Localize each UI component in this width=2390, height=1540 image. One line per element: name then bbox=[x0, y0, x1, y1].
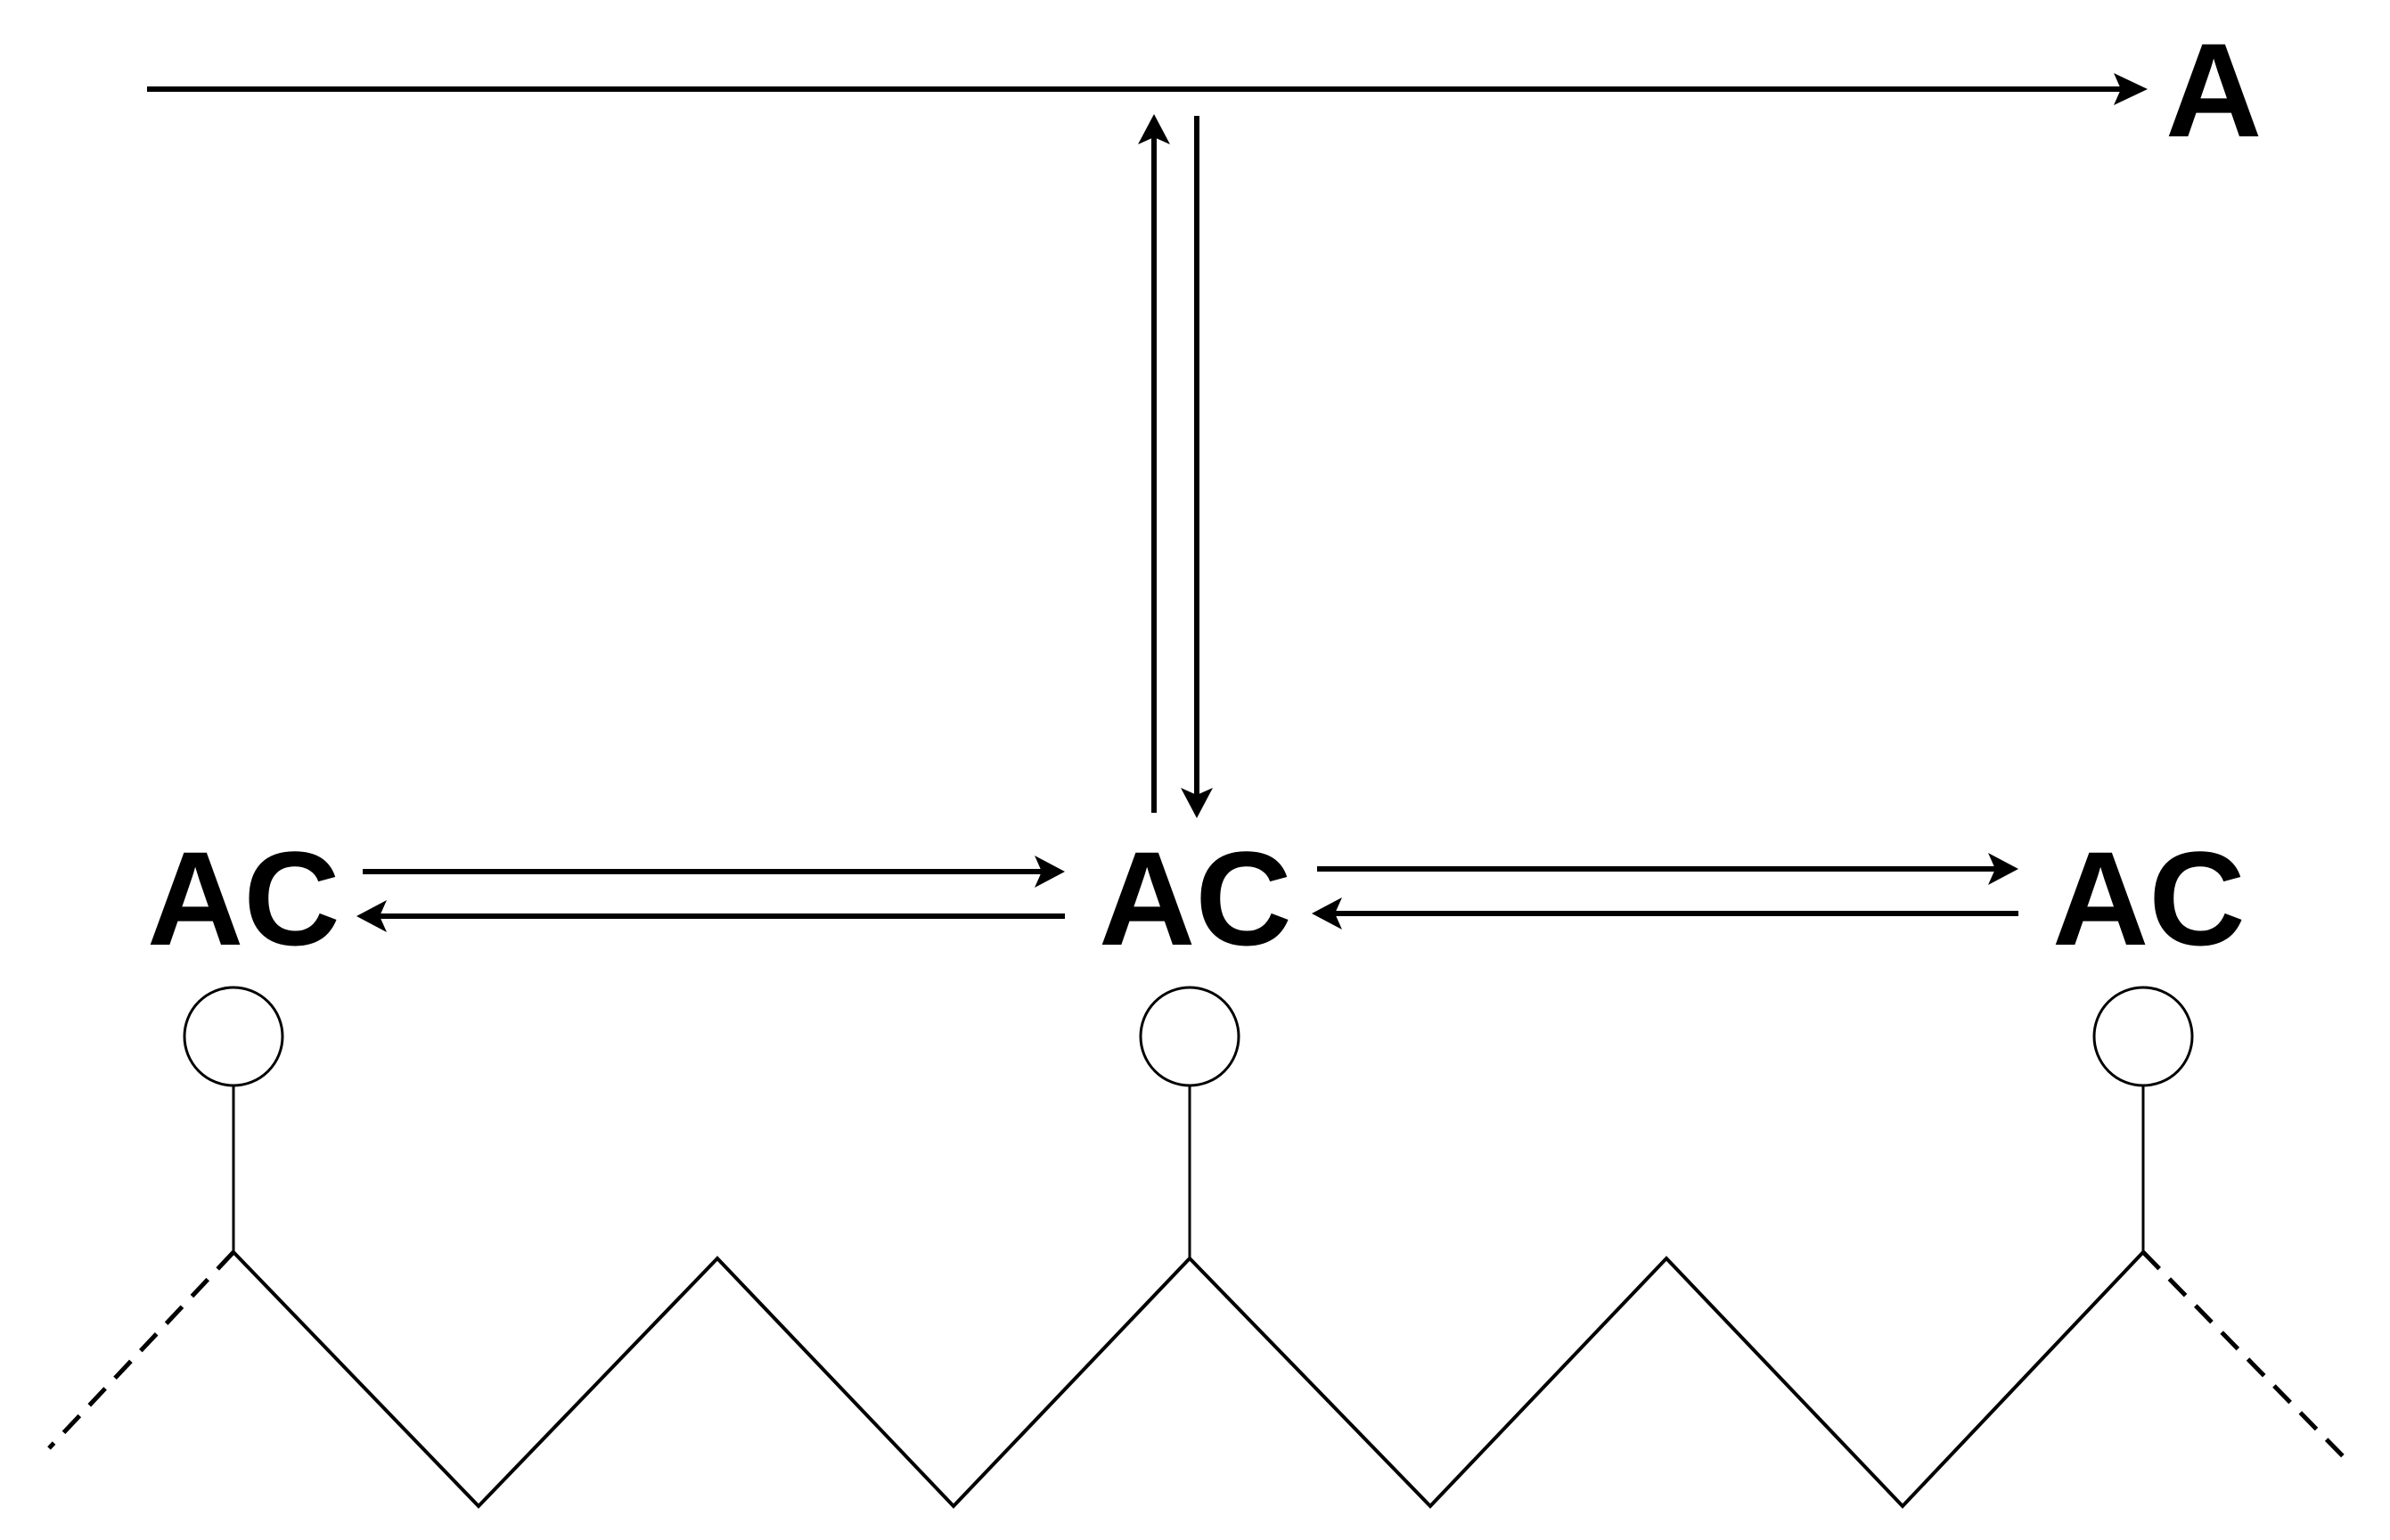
pendant-left bbox=[183, 986, 284, 1252]
product-arrow bbox=[147, 73, 2148, 105]
site-circle-middle bbox=[1139, 986, 1240, 1087]
pendant-middle bbox=[1139, 986, 1240, 1258]
site-label-middle: AC bbox=[1099, 823, 1292, 973]
product-label: A bbox=[2165, 15, 2262, 165]
right-forward-arrow bbox=[1317, 853, 2018, 885]
site-circle-right bbox=[2092, 986, 2194, 1087]
up-arrow bbox=[1138, 114, 1170, 813]
left-forward-arrow bbox=[363, 856, 1065, 888]
polymer-backbone bbox=[232, 1250, 2145, 1509]
right-exchange-arrows bbox=[1312, 853, 2018, 930]
site-circle-left bbox=[183, 986, 284, 1087]
backbone-continuation-right bbox=[2141, 1250, 2354, 1468]
site-label-left: AC bbox=[147, 823, 340, 973]
down-arrow bbox=[1181, 116, 1213, 818]
right-backward-arrow bbox=[1312, 897, 2018, 930]
left-exchange-arrows bbox=[356, 856, 1065, 932]
left-backward-arrow bbox=[356, 900, 1065, 932]
backbone-continuation-left bbox=[47, 1250, 235, 1450]
vertical-exchange-arrows bbox=[1138, 114, 1213, 818]
site-label-right: AC bbox=[2052, 823, 2246, 973]
pendant-right bbox=[2092, 986, 2194, 1252]
